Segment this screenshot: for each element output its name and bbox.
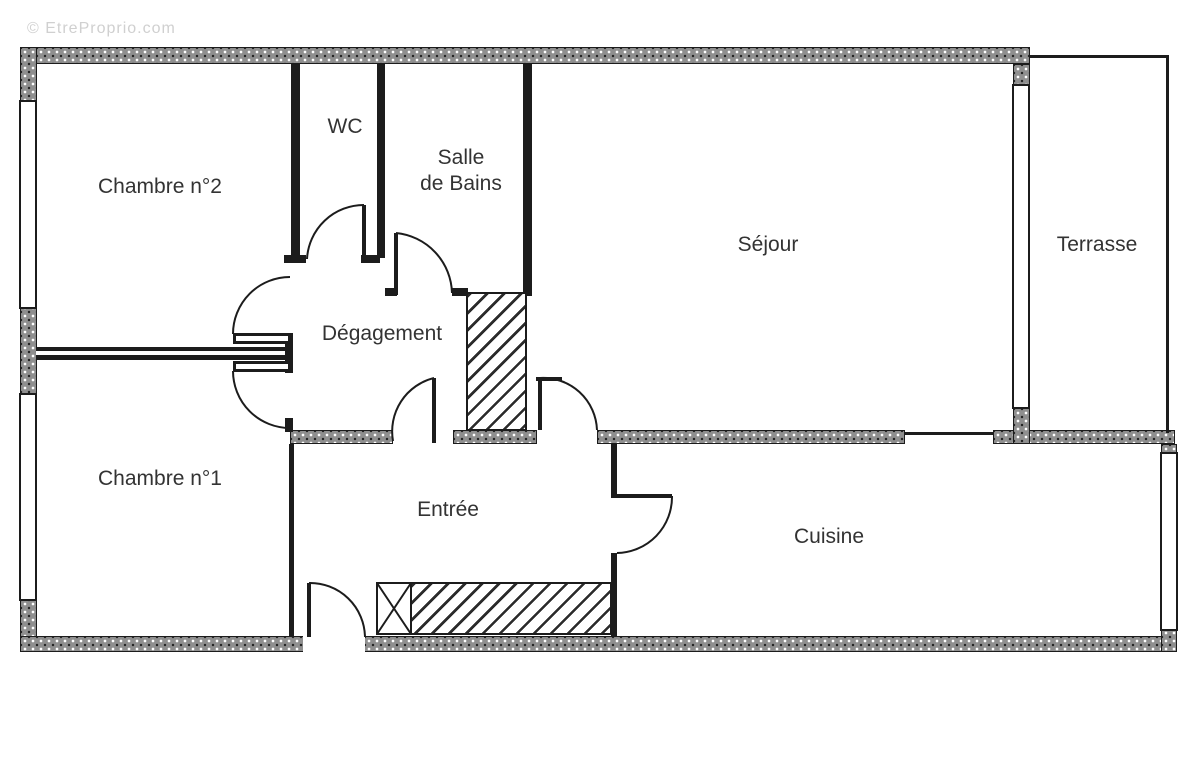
wall-chambre2-wc xyxy=(291,64,300,263)
wall-entree-west xyxy=(289,444,294,637)
door-arc-front xyxy=(308,581,366,638)
room-label-entree: Entrée xyxy=(417,498,479,521)
room-label-terrasse: Terrasse xyxy=(1056,233,1138,256)
door-arc-sdb xyxy=(395,232,453,294)
wall-wc-floor-right xyxy=(361,255,380,263)
window-chambre2 xyxy=(19,100,37,309)
wall-sdb-floor-right xyxy=(452,288,468,296)
room-label-wc: WC xyxy=(327,115,363,138)
door-arc-sejour xyxy=(539,376,598,431)
room-label-salle-de-bains: Salle de Bains xyxy=(420,145,502,197)
room-label-salle-line1: Salle xyxy=(437,146,485,169)
room-label-cuisine: Cuisine xyxy=(793,525,865,548)
line-terrasse-right xyxy=(1166,55,1169,433)
wall-exterior-top xyxy=(20,47,1030,64)
door-arc-hall xyxy=(391,377,435,442)
door-arc-chambre2 xyxy=(232,276,291,335)
door-leaf-chambre1 xyxy=(233,361,291,372)
room-label-salle-line2: de Bains xyxy=(420,172,502,195)
wall-hall-bottom-right xyxy=(453,430,537,444)
wall-hall-west-joiner xyxy=(285,333,293,373)
shaft-x-diagonals xyxy=(376,582,412,635)
room-label-chambre-n1: Chambre n°1 xyxy=(98,467,222,490)
line-sejour-cuisine-passage xyxy=(905,432,993,435)
front-door-opening xyxy=(303,634,365,653)
window-sejour-terrasse xyxy=(1012,84,1030,409)
wall-chambre1-chambre2 xyxy=(36,347,293,360)
watermark: © EtreProprio.com xyxy=(27,20,176,37)
wall-entree-cuisine-upper xyxy=(611,444,617,498)
wall-entree-cuisine-lower xyxy=(611,553,617,637)
wall-wc-floor-left xyxy=(284,255,306,263)
wall-terrasse-bottom xyxy=(993,430,1175,444)
door-arc-chambre1 xyxy=(232,370,291,429)
door-leaf-chambre2 xyxy=(233,333,291,344)
wall-sdb-floor-left xyxy=(385,288,397,296)
wall-sejour-bottom xyxy=(597,430,905,444)
wall-hall-west-stub xyxy=(285,418,293,432)
window-chambre1 xyxy=(19,393,37,601)
wall-wc-sdb xyxy=(377,64,385,258)
door-arc-cuisine xyxy=(616,495,674,554)
door-arc-wc xyxy=(306,203,365,260)
wall-sdb-sejour xyxy=(523,64,532,296)
room-label-chambre-n2: Chambre n°2 xyxy=(98,175,222,198)
room-label-sejour: Séjour xyxy=(737,233,799,256)
wall-hall-bottom-left xyxy=(290,430,393,444)
duct-hatched-column xyxy=(466,292,527,431)
room-label-degagement: Dégagement xyxy=(321,322,443,345)
wall-hatched-entree xyxy=(410,582,612,635)
door-leaf-sejour xyxy=(536,377,562,430)
line-terrasse-top xyxy=(1030,55,1169,58)
window-cuisine xyxy=(1160,452,1178,631)
